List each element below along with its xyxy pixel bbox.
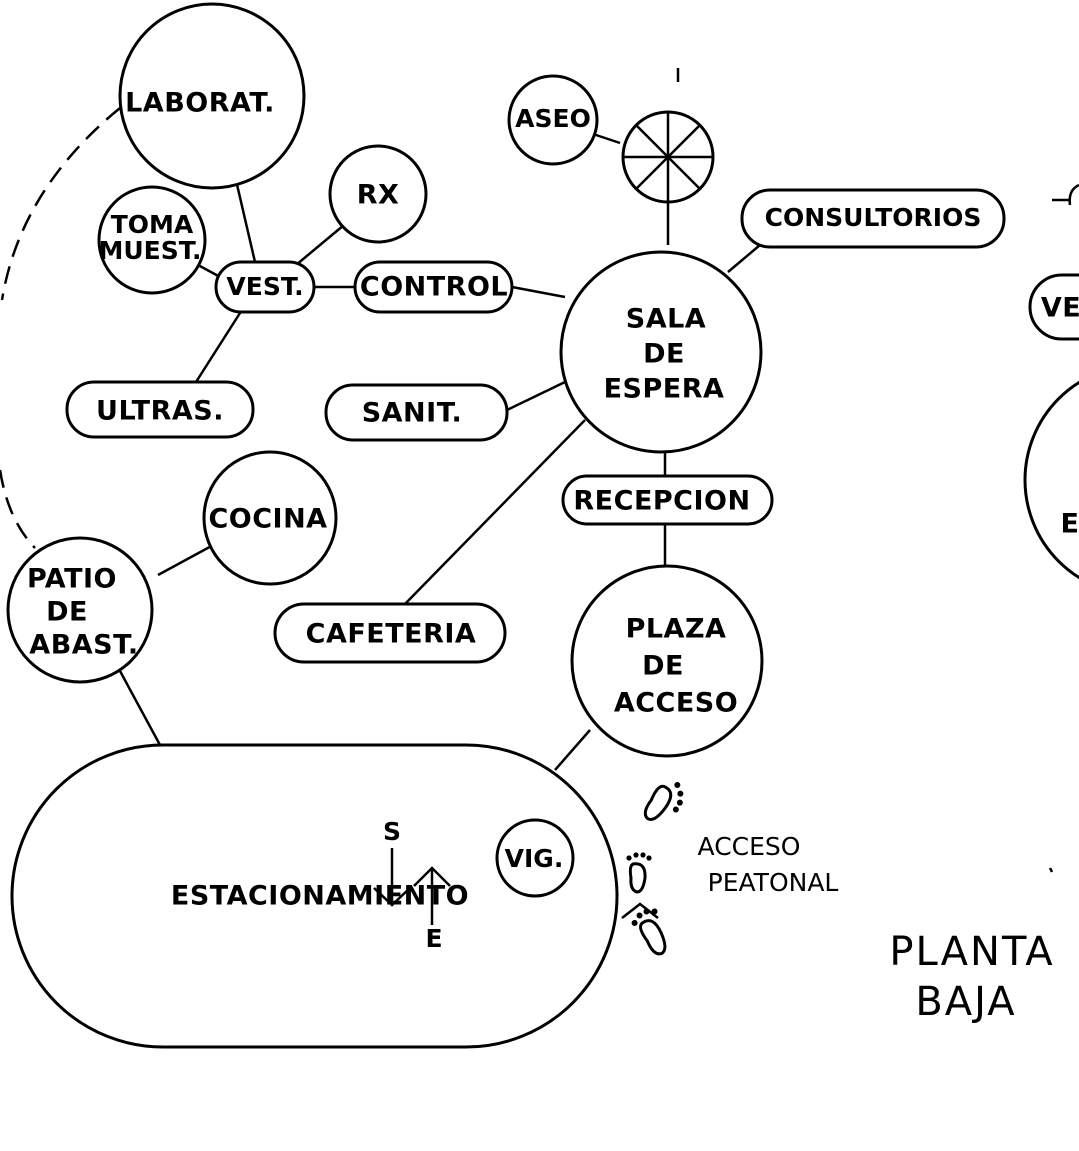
label-consultorios: CONSULTORIOS: [765, 203, 982, 232]
label-laborat: LABORAT.: [125, 88, 275, 119]
tick-dot: [1048, 867, 1054, 873]
legend: ACCESO PEATONAL: [621, 832, 839, 919]
footprint-icon: [643, 781, 684, 821]
node-partial-ve: [1028, 273, 1079, 341]
label-cafeteria: CAFETERIA: [306, 619, 477, 650]
label-vest: VEST.: [226, 272, 303, 301]
label-salida: S: [383, 817, 401, 846]
label-vig: VIG.: [505, 844, 564, 873]
node-cafeteria: [273, 602, 507, 664]
label-recepcion: RECEPCION: [573, 486, 750, 517]
exit-marker: S: [373, 817, 411, 907]
node-estacionamiento: [10, 743, 619, 1049]
node-plaza-acceso: [570, 564, 764, 758]
label-muest: MUEST.: [98, 236, 201, 265]
title-baja: BAJA: [915, 979, 1016, 1025]
label-sala: SALA: [626, 304, 706, 335]
dashed-link-patio: [0, 469, 36, 549]
link-control-sala: [511, 285, 566, 299]
node-partial-e: [1023, 380, 1079, 580]
label-sanit: SANIT.: [362, 398, 463, 429]
label-ultras: ULTRAS.: [96, 396, 224, 427]
link-plaza-estac: [554, 729, 591, 771]
node-laborat: [118, 2, 306, 190]
node-vest: [214, 260, 316, 314]
title-planta: PLANTA: [889, 929, 1054, 975]
legend-line2: PEATONAL: [708, 868, 839, 897]
link-cocina-patio: [157, 541, 218, 577]
label-entrada: E: [425, 924, 442, 953]
node-sanit: [324, 383, 509, 442]
label-aseo: ASEO: [515, 104, 591, 133]
ventilation-wheel-icon: [621, 110, 715, 204]
legend-line1: ACCESO: [698, 832, 801, 861]
label-partial-e: E: [1061, 509, 1079, 540]
link-vest-ultras: [194, 312, 242, 383]
label-plaza: PLAZA: [626, 614, 727, 645]
link-consultorios-sala: [727, 244, 761, 273]
label-partial-ve: VE: [1041, 293, 1079, 324]
label-plaza-de: DE: [642, 651, 684, 682]
label-patio: PATIO: [27, 564, 117, 595]
node-consultorios: [740, 188, 1006, 249]
node-vig: [495, 818, 575, 898]
link-sanit-sala: [506, 380, 566, 412]
label-espera: ESPERA: [604, 374, 725, 405]
node-patio-abast: [6, 536, 154, 684]
node-rx: [328, 144, 428, 244]
entry-marker: E: [413, 866, 451, 953]
label-acceso: ACCESO: [614, 688, 738, 719]
label-rx: RX: [357, 180, 400, 211]
node-control: [353, 260, 514, 314]
node-aseo: [507, 74, 599, 166]
partial-arc: [1068, 183, 1079, 206]
node-ultras: [65, 380, 255, 439]
link-patio-estac: [118, 670, 162, 746]
node-toma-muest: [97, 185, 207, 295]
label-estacionamiento: ESTACIONAMIENTO: [171, 881, 469, 912]
footprint-icon: [631, 908, 667, 956]
label-control: CONTROL: [360, 272, 508, 303]
label-cocina: COCINA: [208, 504, 327, 535]
label-toma: TOMA: [111, 210, 194, 239]
node-sala-espera: [559, 250, 763, 454]
node-recepcion: [561, 474, 774, 526]
label-patio-de: DE: [46, 597, 88, 628]
link-sala-cafeteria: [404, 419, 586, 605]
chevron-up-icon: [621, 902, 659, 919]
footprint-icon: [626, 852, 652, 894]
dashed-link-laborat-patio: [0, 107, 121, 301]
node-cocina: [202, 450, 338, 586]
label-de: DE: [643, 339, 685, 370]
label-abast: ABAST.: [29, 630, 138, 661]
